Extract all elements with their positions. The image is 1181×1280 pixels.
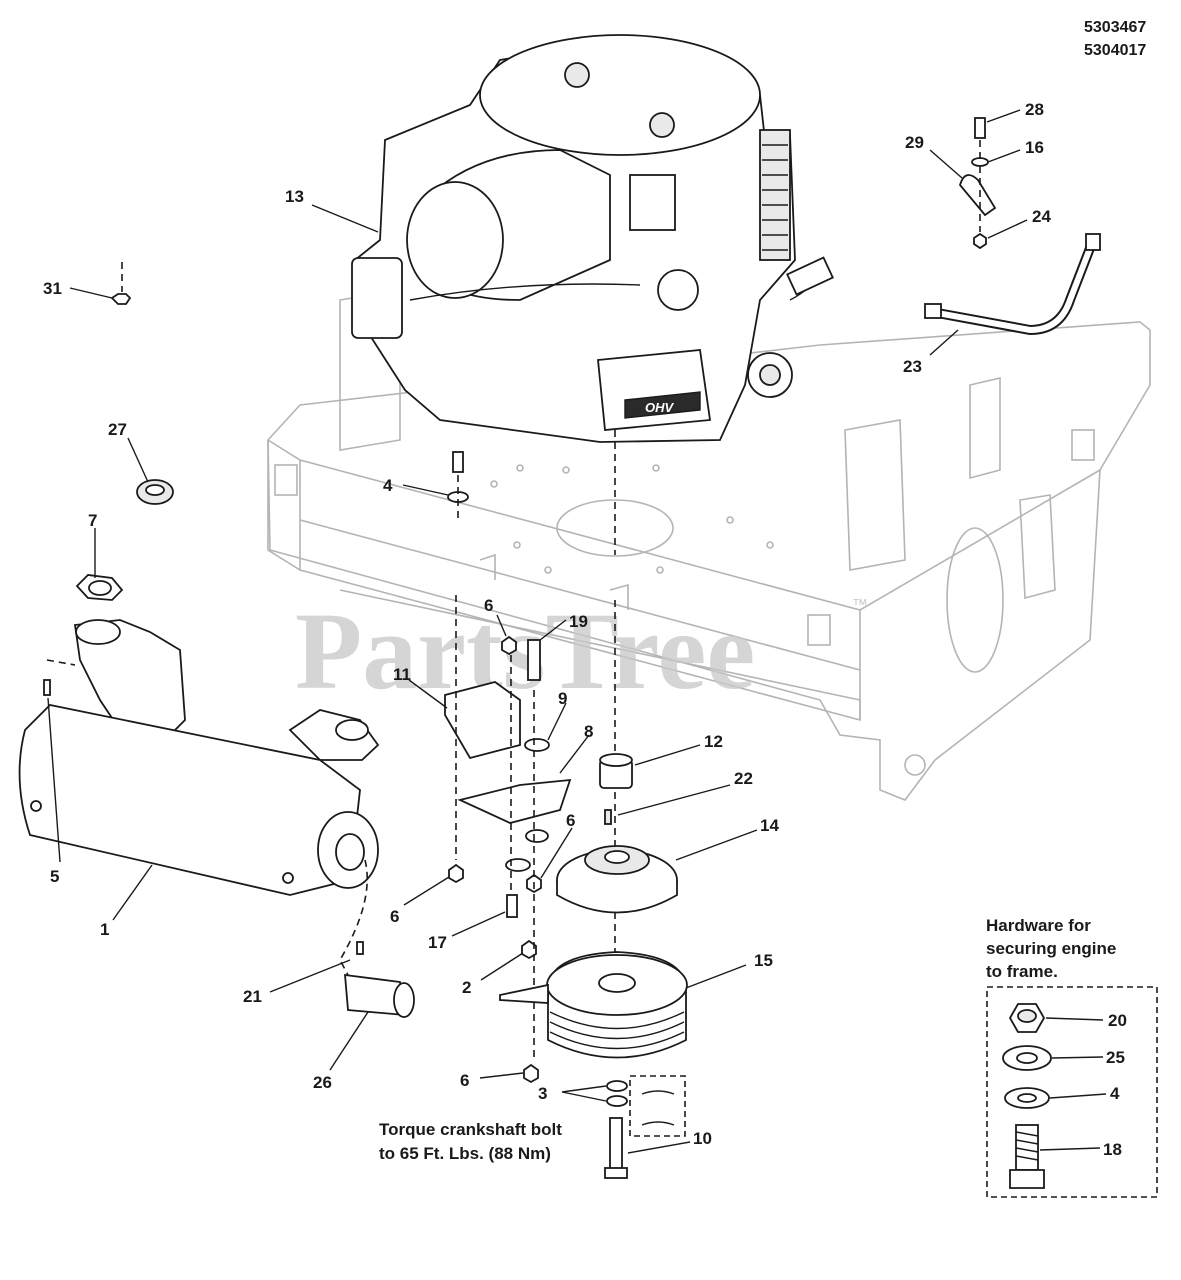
callout-15: 16 [1025, 138, 1044, 157]
callout-21: 19 [569, 612, 588, 631]
grommet-27 [136, 479, 174, 505]
mower-frame [267, 289, 1151, 801]
callout-6-top: 6 [484, 596, 493, 615]
torque-note-line1: Torque crankshaft bolt [379, 1120, 562, 1139]
callout-17: 21 [243, 987, 262, 1006]
tailpipe-26 [339, 859, 415, 1018]
part-number-2: 5304017 [1084, 42, 1146, 59]
hardware-title-line1: Hardware for [986, 916, 1091, 935]
callout-5: 5 [50, 867, 59, 886]
callout-14: 15 [754, 951, 773, 970]
callout-4: 4 [383, 476, 393, 495]
callout-28: 28 [1025, 100, 1044, 119]
callout-10: 10 [693, 1129, 712, 1148]
callout-19: 17 [428, 933, 447, 952]
hardware-item-20: 20 [1108, 1011, 1127, 1030]
callout-16: 13 [285, 187, 304, 206]
callout-22: 22 [734, 769, 753, 788]
fuel-line [924, 233, 1101, 336]
hardware-item-18: 18 [1103, 1140, 1122, 1159]
hardware-box: Hardware for securing engine to frame. 2… [986, 916, 1158, 1198]
watermark: PartsTree [295, 590, 755, 712]
hardware-title-line2: securing engine [986, 939, 1116, 958]
hardware-item-4: 4 [1110, 1084, 1120, 1103]
callout-31: 31 [43, 279, 62, 298]
callout-29: 29 [905, 133, 924, 152]
callout-8: 8 [584, 722, 593, 741]
watermark-trademark: ™ [852, 597, 868, 614]
nut-31 [110, 262, 132, 305]
callout-11: 11 [393, 665, 411, 684]
hardware-item-25: 25 [1106, 1048, 1125, 1067]
callout-24: 24 [1032, 207, 1051, 226]
muffler [18, 619, 380, 896]
callout-7: 7 [88, 511, 97, 530]
part-number-1: 5303467 [1084, 19, 1146, 36]
callout-2: 2 [462, 978, 471, 997]
callout-12: 12 [704, 732, 723, 751]
callout-1: 1 [100, 920, 109, 939]
callout-13: 14 [760, 816, 779, 835]
hardware-title-line3: to frame. [986, 962, 1058, 981]
bolt-4 [447, 451, 469, 520]
callout-27: 27 [108, 420, 127, 439]
clamp-hardware [959, 117, 997, 250]
callout-6-bottom: 6 [460, 1071, 469, 1090]
callout-6-left: 6 [390, 907, 399, 926]
gasket-7 [75, 574, 124, 601]
leader-lines [47, 109, 1028, 1154]
crankshaft-stack [499, 430, 688, 1179]
callout-26: 26 [313, 1073, 332, 1092]
mount-bracket [444, 595, 572, 1084]
callout-23: 23 [903, 357, 922, 376]
callout-9: 9 [558, 689, 567, 708]
engine: OHV [351, 34, 834, 443]
callout-6-mid: 6 [566, 811, 575, 830]
callout-3: 3 [538, 1084, 547, 1103]
callout-labels: 13 31 27 7 4 28 29 16 24 23 6 19 11 9 8 … [43, 100, 1051, 1148]
torque-note-line2: to 65 Ft. Lbs. (88 Nm) [379, 1144, 551, 1163]
engine-badge: OHV [645, 400, 675, 415]
